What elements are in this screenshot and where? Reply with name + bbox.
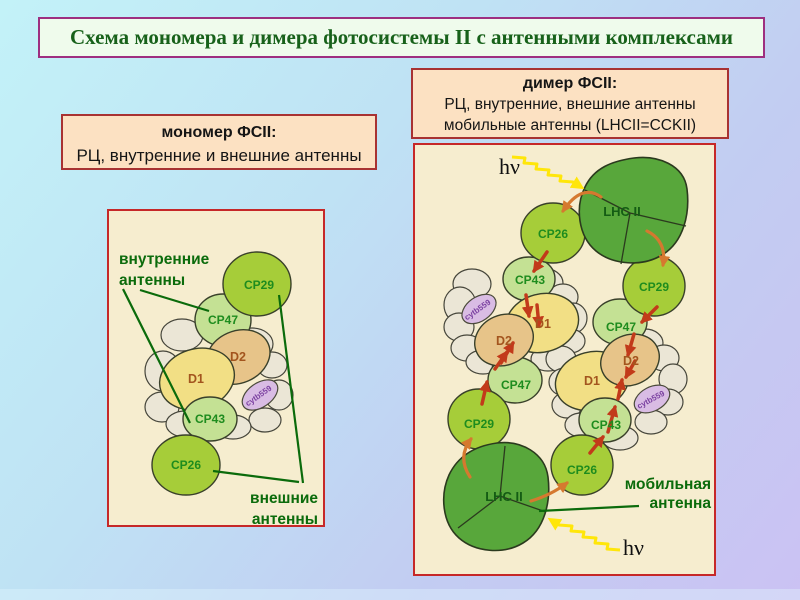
monomer-info-box: мономер ФСII: РЦ, внутренние и внешние а… (61, 114, 377, 170)
protein-cp29-blob (222, 251, 292, 317)
protein-cp29-label: CP29 (464, 417, 494, 431)
protein-cp29-label: CP29 (244, 278, 274, 292)
lhcii-trefoil-bottom (443, 441, 550, 552)
background-subunit-blob (634, 409, 668, 435)
protein-cp43-label: CP43 (591, 418, 621, 432)
dimer-box-body-line1: РЦ, внутренние, внешние антенны (444, 96, 696, 113)
dimer-box-heading: димер ФСII: (522, 75, 618, 92)
dimer-diagram-panel: LHC II LHC II CP43 CP26 CP29 D1 D2 CP47 … (413, 143, 716, 576)
monomer-box-body: РЦ, внутренние и внешние антенны (76, 146, 362, 165)
energy-arrow-red (521, 293, 534, 319)
energy-arrow-lhcii-to-cp29 (460, 437, 473, 479)
background-subunit-blob (248, 407, 282, 433)
energy-arrow-red (499, 340, 515, 365)
energy-arrow-red (606, 404, 619, 434)
slide-bottom-strip (0, 589, 800, 600)
energy-arrow-red (624, 332, 637, 358)
monomer-box-heading: мономер ФСII: (161, 124, 277, 141)
protein-d1-label: D1 (188, 372, 204, 386)
energy-arrow-red (479, 379, 491, 406)
energy-arrow-red (640, 305, 659, 324)
lhcii-label: LHC II (603, 204, 641, 219)
protein-cp43-label: CP43 (515, 273, 545, 287)
energy-transfer-arrows-orange (460, 190, 671, 503)
protein-cp47-label: CP47 (606, 320, 636, 334)
inner-antenna-annotation-line1: внутренние (119, 251, 210, 268)
slide-title: Схема мономера и димера фотосистемы II с… (69, 25, 734, 49)
title-box: Схема мономера и димера фотосистемы II с… (38, 17, 765, 58)
energy-arrow-red (624, 359, 637, 380)
dimer-box-body-line2: мобильные антенны (LHCII=CCKII) (443, 117, 697, 134)
protein-d1-label: D1 (535, 317, 551, 331)
energy-arrow-red (588, 435, 605, 455)
energy-arrow-red (532, 303, 545, 329)
mobile-antenna-annotation-line1: мобильная (625, 476, 711, 493)
light-arrow-bottom (547, 517, 621, 552)
energy-transfer-arrows-red (479, 250, 659, 455)
lhcii-blob (443, 441, 550, 552)
energy-arrow-red (614, 377, 626, 401)
outer-antenna-annotation-line2: антенны (252, 511, 318, 525)
protein-cp43-label: CP43 (195, 412, 225, 426)
energy-arrow-lhcii-to-cp26 (561, 190, 603, 213)
inner-antenna-pointer-line (139, 288, 210, 313)
hv-photon-label-top: hν (499, 154, 520, 179)
lhcii-sector-line (499, 495, 547, 513)
inner-antenna-pointer-line (122, 288, 191, 424)
energy-arrow-red (532, 250, 549, 273)
lhcii-label: LHC II (485, 489, 523, 504)
hv-photon-label-bottom: hν (623, 535, 644, 560)
energy-arrow-lhcii-to-cp29 (645, 229, 671, 268)
protein-cp47-label: CP47 (208, 313, 238, 327)
outer-antenna-pointer-line (277, 294, 305, 484)
light-arrow-top (511, 155, 585, 190)
protein-d2-label: D2 (623, 354, 639, 368)
outer-antenna-annotation-line1: внешние (250, 490, 318, 507)
dimer-info-box: димер ФСII: РЦ, внутренние, внешние анте… (411, 68, 729, 139)
protein-d1-label: D1 (584, 374, 600, 388)
mobile-antenna-annotation-line2: антенна (649, 495, 711, 512)
protein-d2-blob (600, 333, 660, 387)
protein-cytb559-blob (241, 379, 279, 411)
dimer-diagram: LHC II LHC II CP43 CP26 CP29 D1 D2 CP47 … (443, 154, 711, 560)
protein-cp26-label: CP26 (538, 227, 568, 241)
protein-cp43-blob (182, 396, 238, 442)
protein-cp47-label: CP47 (501, 378, 531, 392)
protein-cp26-label: CP26 (171, 458, 201, 472)
lhcii-sector-line (499, 445, 506, 497)
protein-d2-blob (474, 313, 534, 367)
protein-cp26-blob (151, 434, 221, 496)
protein-cp26-blob (550, 434, 614, 496)
lhcii-sector-line (457, 495, 501, 529)
protein-d2-label: D2 (230, 350, 246, 364)
lhcii-sector-line (620, 212, 631, 265)
monomer-diagram: CP47 D2 D1 cytb559 CP43 CP29 CP26 внутре… (119, 251, 318, 525)
monomer-diagram-panel: CP47 D2 D1 cytb559 CP43 CP29 CP26 внутре… (107, 209, 325, 527)
protein-cp26-label: CP26 (567, 463, 597, 477)
protein-cytb559-blob (461, 293, 497, 325)
energy-arrow-lhcii-to-cp26 (529, 481, 569, 503)
outer-antenna-pointer-line (212, 469, 300, 484)
protein-cp29-label: CP29 (639, 280, 669, 294)
protein-d2-label: D2 (496, 334, 512, 348)
lhcii-sector-line (629, 212, 687, 227)
protein-cytb559-blob (633, 384, 671, 414)
inner-antenna-annotation-line2: антенны (119, 272, 185, 289)
lhcii-blob (578, 156, 689, 264)
mobile-antenna-pointer-line (538, 504, 640, 513)
